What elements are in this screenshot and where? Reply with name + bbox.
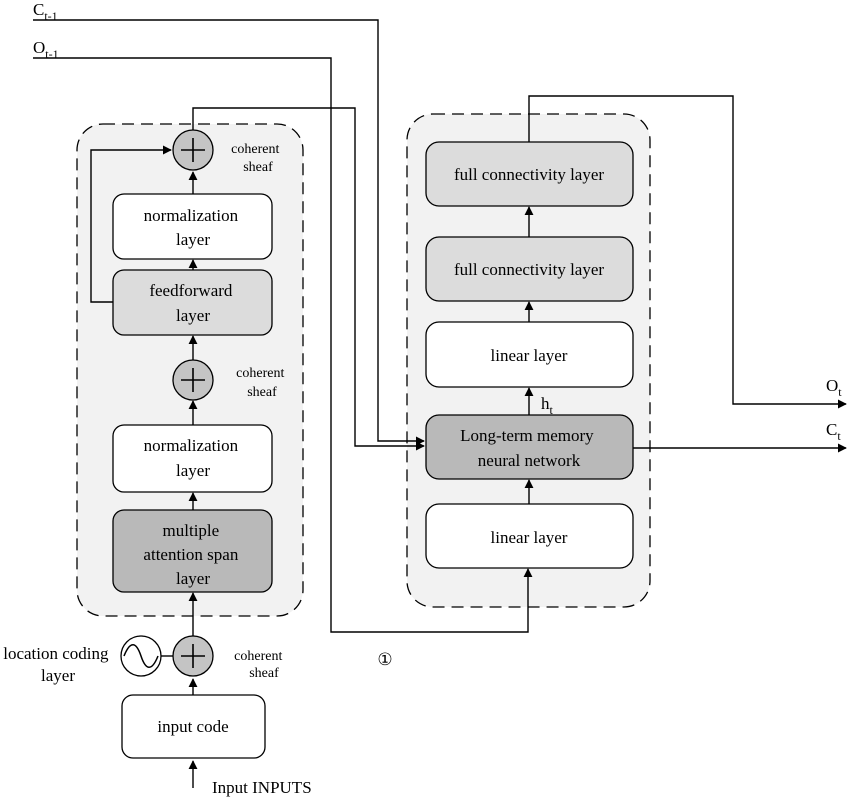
coherent-sheaf-label-top: coherent sheaf <box>231 142 283 175</box>
hidden-state-label: ht <box>541 394 554 417</box>
full-connectivity-label-lower: full connectivity layer <box>454 260 604 279</box>
c-prev-link <box>33 19 425 446</box>
o-t-label: Ot <box>826 376 842 399</box>
normalization-label-lower: normalization layer <box>144 436 243 480</box>
feedforward-label: feedforward layer <box>149 281 236 325</box>
coherent-sheaf-label-middle: coherent sheaf <box>236 366 288 400</box>
o-prev-link <box>33 57 533 633</box>
full-connectivity-label-upper: full connectivity layer <box>454 165 604 184</box>
o-t-output-link <box>528 95 847 409</box>
linear-label-bottom: linear layer <box>491 528 568 547</box>
linear-label-top: linear layer <box>491 346 568 365</box>
coherent-sheaf-label-bottom: coherent sheaf <box>234 649 286 681</box>
encoder-output-link <box>192 107 425 451</box>
feedforward-block <box>112 269 273 336</box>
lstm-label: Long-term memory neural network <box>460 426 598 470</box>
sine-wave <box>123 644 159 668</box>
marker-circled-one: ① <box>377 650 392 669</box>
input-code-label: input code <box>157 717 228 736</box>
normalization-label-upper: normalization layer <box>144 206 243 249</box>
input-inputs-label: Input INPUTS <box>212 778 312 797</box>
attention-label: multiple attention span layer <box>143 521 242 588</box>
location-coding-label: location coding layer <box>3 644 113 685</box>
c-t-label: Ct <box>826 420 841 443</box>
normalization-block-upper <box>112 193 273 260</box>
residual-skip-connection <box>90 145 172 303</box>
